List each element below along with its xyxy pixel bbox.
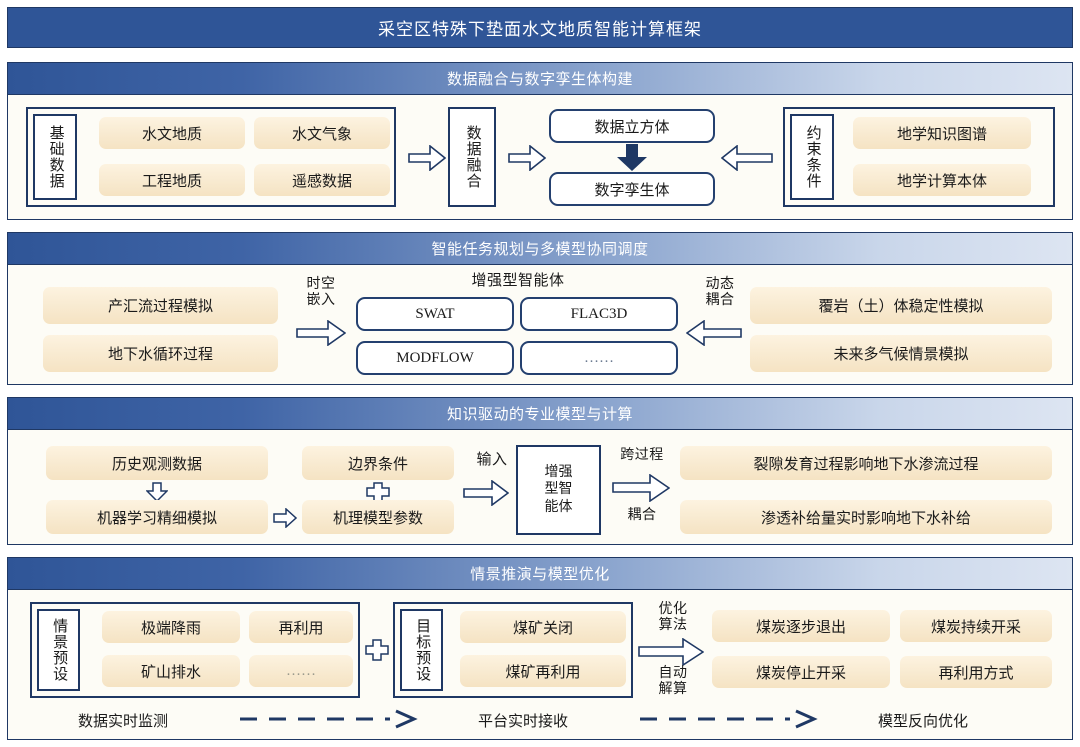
- enhanced-agent-title: 增强型智能体: [471, 273, 565, 289]
- section-scenario-optimization: 情景推演与模型优化 情景预设 极端降雨 再利用 矿山排水 …… 目标预设 煤矿关…: [7, 557, 1073, 740]
- box-data-cube[interactable]: 数据立方体: [549, 109, 715, 143]
- pill-boundary-conditions[interactable]: 边界条件: [302, 446, 454, 480]
- pill-geo-computation-ontology[interactable]: 地学计算本体: [853, 164, 1031, 196]
- pill-coal-stop-mining[interactable]: 煤炭停止开采: [712, 656, 890, 688]
- pill-infiltration-recharge-effect[interactable]: 渗透补给量实时影响地下水补给: [680, 500, 1052, 534]
- pill-hydrometeorology[interactable]: 水文气象: [254, 117, 390, 149]
- pill-mine-drainage[interactable]: 矿山排水: [102, 655, 240, 687]
- section-task-planning: 智能任务规划与多模型协同调度 产汇流过程模拟 地下水循环过程 时空嵌入 增强型智…: [7, 232, 1073, 385]
- pill-overburden-stability-simulation[interactable]: 覆岩（土）体稳定性模拟: [750, 287, 1052, 324]
- pill-coal-gradual-exit[interactable]: 煤炭逐步退出: [712, 610, 890, 642]
- data-fusion-label: 数据融合: [464, 125, 481, 189]
- spatiotemporal-embedding-label: 时空嵌入: [306, 277, 336, 309]
- footer-label-reverse-optimization: 模型反向优化: [878, 714, 969, 730]
- arrow-base-to-fusion-icon: [408, 145, 446, 171]
- pill-geo-knowledge-graph[interactable]: 地学知识图谱: [853, 117, 1031, 149]
- scenario-preset-label: 情景预设: [51, 618, 68, 682]
- scenario-preset-label-box: 情景预设: [37, 609, 80, 691]
- arrow-input-icon: [463, 480, 509, 506]
- section-1-header: 数据融合与数字孪生体构建: [8, 63, 1072, 95]
- arrow-history-to-ml-icon: [145, 482, 169, 507]
- arrow-cross-process-coupling-icon: [612, 474, 670, 502]
- footer-arrow-1-icon: [238, 708, 418, 735]
- coupling-label: 耦合: [627, 508, 657, 523]
- arrow-ml-to-mechanism-icon: [273, 508, 297, 528]
- pill-scenario-more[interactable]: ……: [249, 655, 353, 687]
- section-2-header: 智能任务规划与多模型协同调度: [8, 233, 1072, 265]
- data-fusion-box: 数据融合: [448, 107, 496, 207]
- box-model-more[interactable]: ……: [520, 341, 678, 375]
- optimization-algorithm-label: 优化算法: [658, 602, 688, 634]
- footer-label-monitoring: 数据实时监测: [78, 714, 169, 730]
- section-4-header: 情景推演与模型优化: [8, 558, 1072, 590]
- section-data-fusion: 数据融合与数字孪生体构建 基础数据 水文地质 水文气象 工程地质 遥感数据 数据…: [7, 62, 1073, 220]
- pill-reuse[interactable]: 再利用: [249, 611, 353, 643]
- pill-historical-observation-data[interactable]: 历史观测数据: [46, 446, 268, 480]
- pill-reuse-method[interactable]: 再利用方式: [900, 656, 1052, 688]
- pill-future-climate-scenario-simulation[interactable]: 未来多气候情景模拟: [750, 335, 1052, 372]
- base-data-group: [26, 107, 396, 207]
- framework-title: 采空区特殊下垫面水文地质智能计算框架: [7, 7, 1073, 48]
- cross-process-label: 跨过程: [620, 448, 664, 463]
- enhanced-agent-box[interactable]: 增强型智能体: [516, 445, 601, 535]
- pill-coal-continued-mining[interactable]: 煤炭持续开采: [900, 610, 1052, 642]
- footer-label-platform-receive: 平台实时接收: [478, 714, 569, 730]
- pill-hydrogeology[interactable]: 水文地质: [99, 117, 245, 149]
- scenario-preset-group: [30, 602, 360, 698]
- section-1-body: 基础数据 水文地质 水文气象 工程地质 遥感数据 数据融合 数据立方体: [8, 95, 1072, 220]
- input-label: 输入: [476, 452, 508, 468]
- arrow-constraint-to-twin-icon: [721, 145, 773, 171]
- pill-groundwater-cycle-process[interactable]: 地下水循环过程: [43, 335, 278, 372]
- section-knowledge-models: 知识驱动的专业模型与计算 历史观测数据 机器学习精细模拟 边界条件 机理模型参数…: [7, 397, 1073, 545]
- box-digital-twin[interactable]: 数字孪生体: [549, 172, 715, 206]
- arrow-embedding-icon: [296, 320, 346, 346]
- dynamic-coupling-label: 动态耦合: [705, 277, 735, 309]
- constraint-group: [783, 107, 1055, 207]
- constraint-label-box: 约束条件: [790, 114, 834, 200]
- pill-runoff-process-simulation[interactable]: 产汇流过程模拟: [43, 287, 278, 324]
- arrow-auto-solve-icon: [638, 638, 704, 666]
- pill-engineering-geology[interactable]: 工程地质: [99, 164, 245, 196]
- arrow-fusion-to-twin-icon: [508, 145, 546, 171]
- target-preset-label: 目标预设: [414, 618, 431, 682]
- pill-extreme-rainfall[interactable]: 极端降雨: [102, 611, 240, 643]
- section-3-body: 历史观测数据 机器学习精细模拟 边界条件 机理模型参数 输入 增强型智能体 跨过…: [8, 430, 1072, 545]
- pill-coal-mine-reuse[interactable]: 煤矿再利用: [460, 655, 626, 687]
- plus-scenario-target-icon: [365, 639, 389, 666]
- pill-mechanism-model-parameters[interactable]: 机理模型参数: [302, 500, 454, 534]
- section-2-body: 产汇流过程模拟 地下水循环过程 时空嵌入 增强型智能体 SWAT FLAC3D …: [8, 265, 1072, 385]
- footer-arrow-2-icon: [638, 708, 818, 735]
- box-model-modflow[interactable]: MODFLOW: [356, 341, 514, 375]
- base-data-label: 基础数据: [47, 125, 64, 189]
- box-model-swat[interactable]: SWAT: [356, 297, 514, 331]
- pill-coal-mine-closure[interactable]: 煤矿关闭: [460, 611, 626, 643]
- target-preset-label-box: 目标预设: [400, 609, 443, 691]
- base-data-label-box: 基础数据: [33, 114, 77, 200]
- arrow-dynamic-coupling-icon: [686, 320, 742, 346]
- constraint-label: 约束条件: [804, 125, 821, 189]
- target-preset-group: [393, 602, 633, 698]
- arrow-cube-to-twin-icon: [616, 144, 648, 177]
- pill-fracture-seepage-effect[interactable]: 裂隙发育过程影响地下水渗流过程: [680, 446, 1052, 480]
- section-4-body: 情景预设 极端降雨 再利用 矿山排水 …… 目标预设 煤矿关闭 煤矿再利用 优化…: [8, 590, 1072, 740]
- section-3-header: 知识驱动的专业模型与计算: [8, 398, 1072, 430]
- pill-machine-learning-fine-simulation[interactable]: 机器学习精细模拟: [46, 500, 268, 534]
- auto-solve-label: 自动解算: [658, 666, 688, 698]
- pill-remote-sensing[interactable]: 遥感数据: [254, 164, 390, 196]
- box-model-flac3d[interactable]: FLAC3D: [520, 297, 678, 331]
